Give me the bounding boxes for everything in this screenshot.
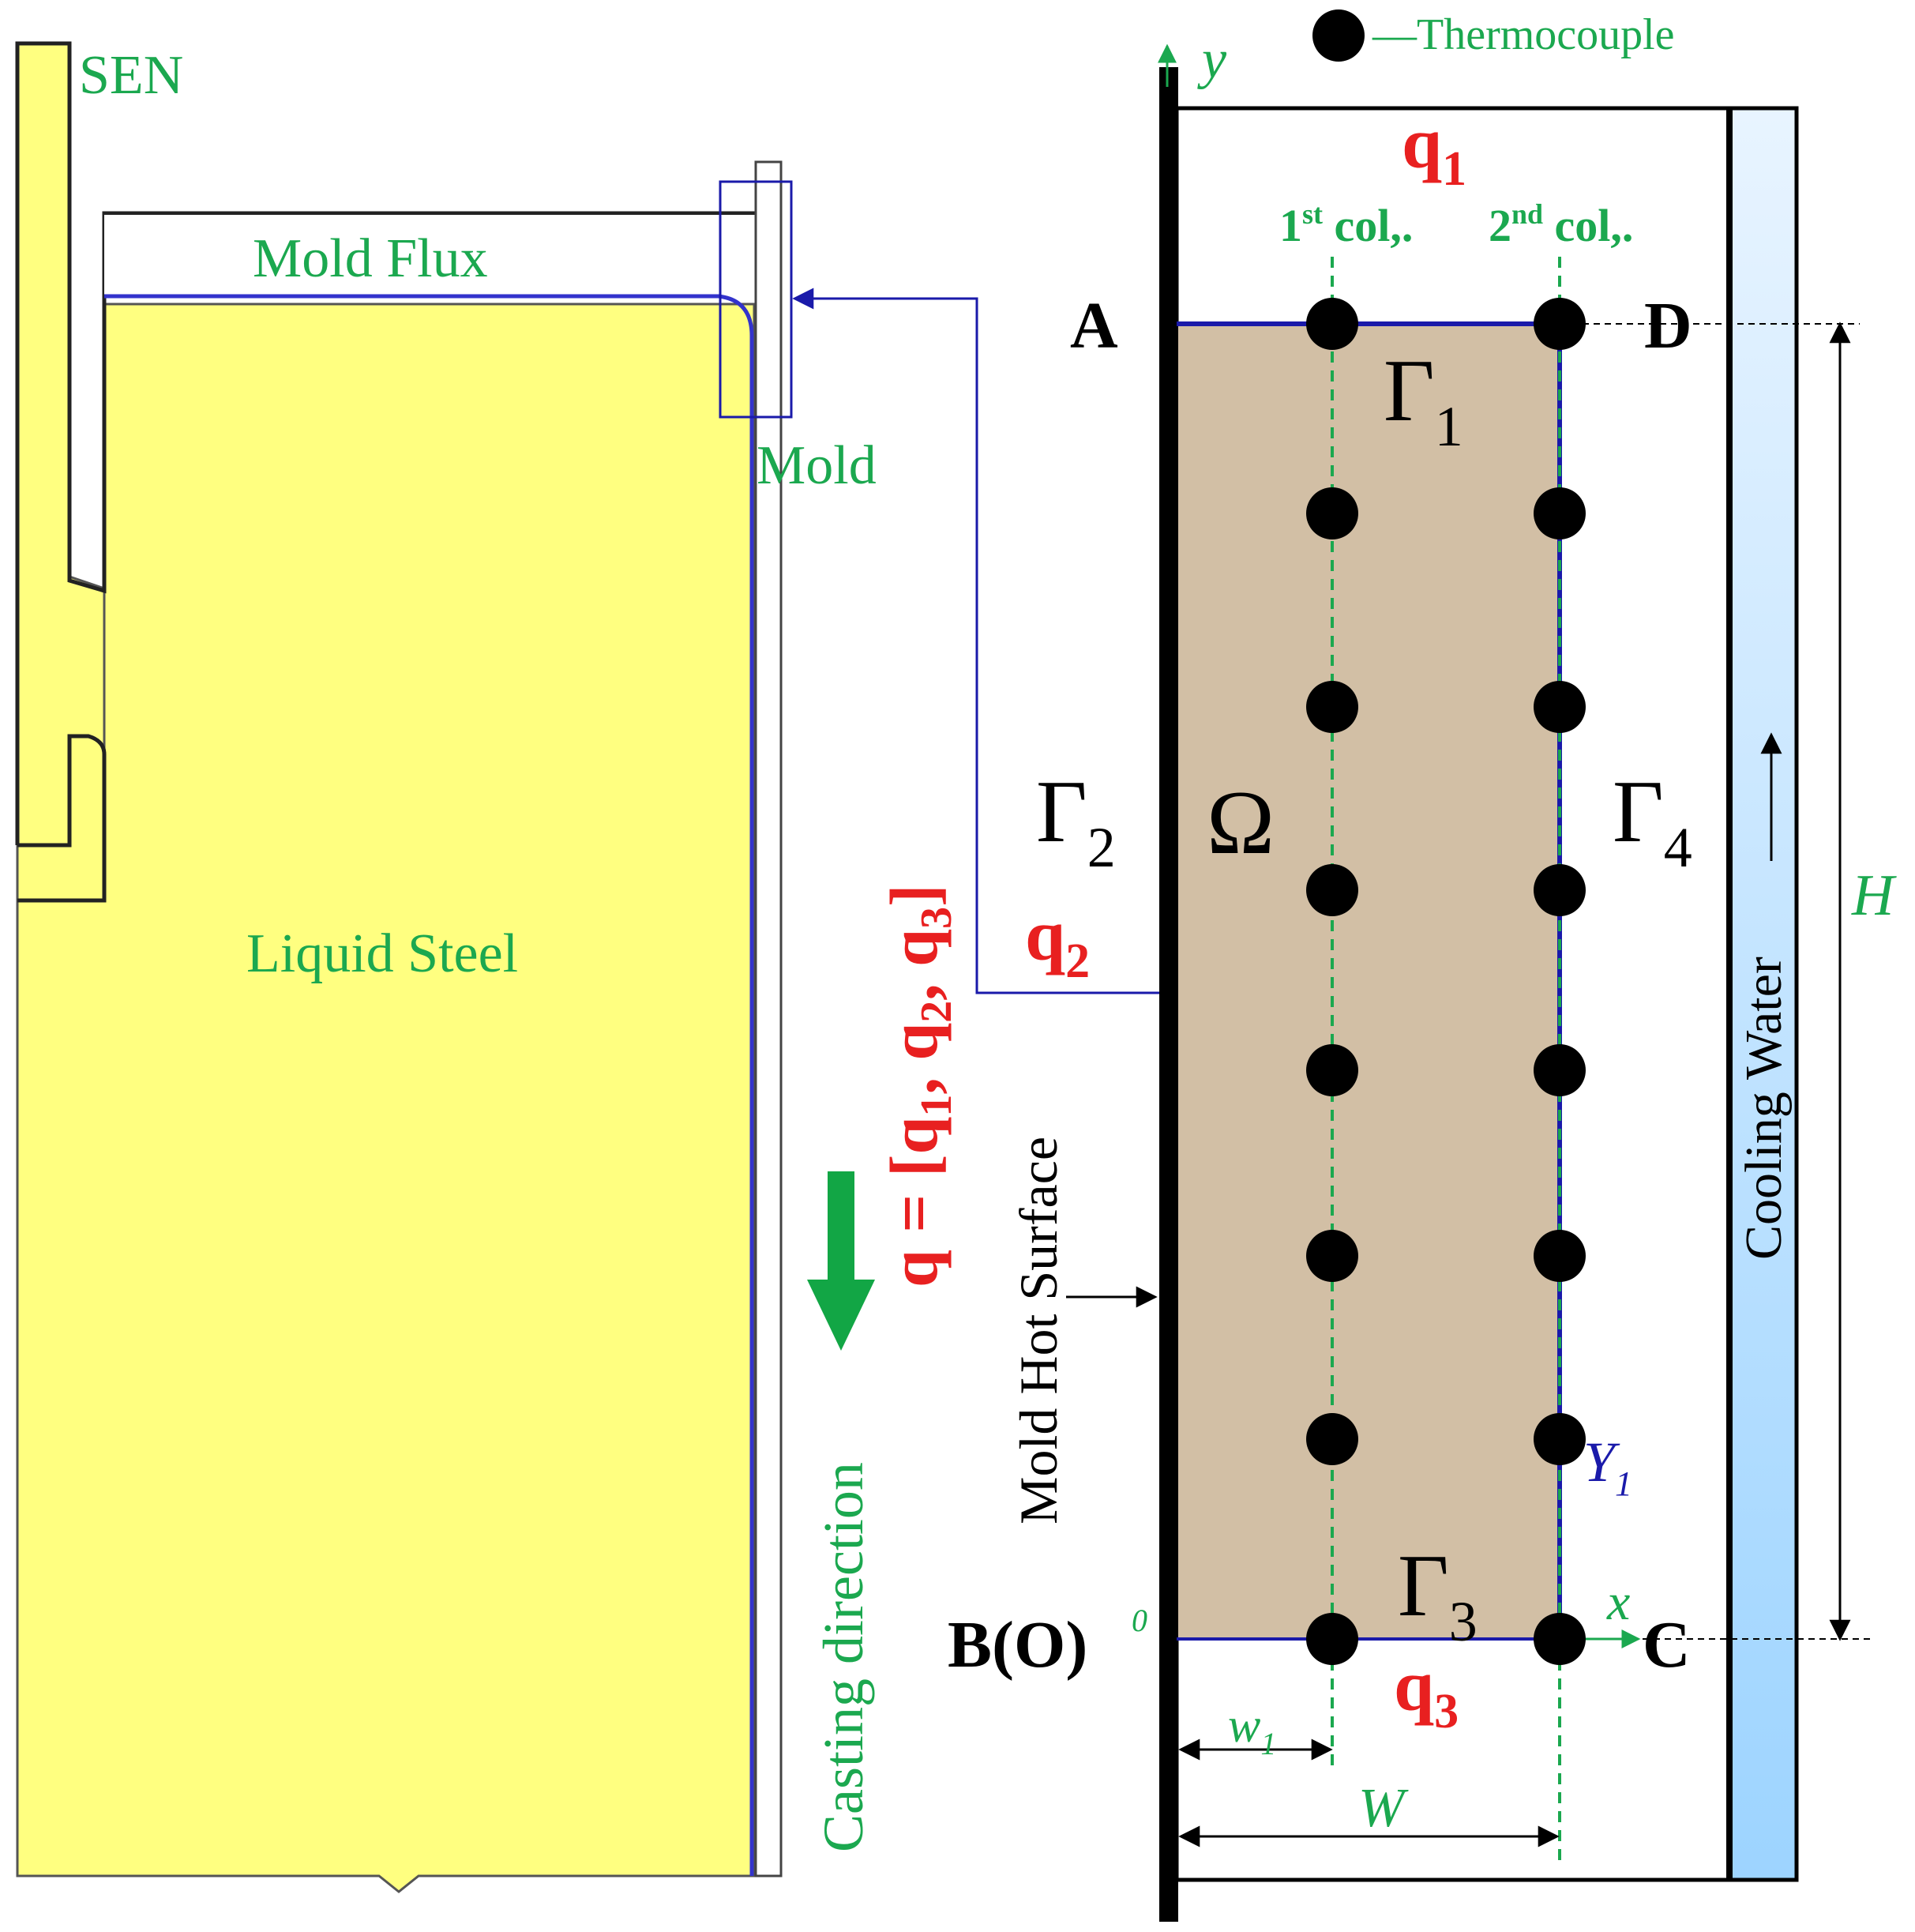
hfv-q2-sub: 2 [912, 1001, 961, 1023]
legend-thermocouple-dot [1312, 9, 1365, 62]
w1-label: w1 [1228, 1699, 1276, 1761]
thermocouple-dot-col1-1 [1306, 298, 1358, 350]
zoom-connector [792, 288, 1159, 994]
hfv-eq: = [ [876, 1155, 952, 1250]
mold-wall [754, 160, 783, 1877]
casting-direction-label: Casting direction [812, 1462, 875, 1852]
omega-domain [1177, 324, 1560, 1639]
mold-flux-band [104, 215, 756, 298]
corner-a-label: A [1070, 289, 1118, 363]
q1-base: q [1402, 103, 1442, 183]
column1-label: 1st col,. [1279, 198, 1413, 251]
gamma1-label: Γ1 [1384, 342, 1463, 458]
y1-label: Y1 [1583, 1430, 1632, 1503]
mold-hot-surface-label: Mold Hot Surface [1008, 1137, 1068, 1524]
gamma1-sub: 1 [1435, 395, 1463, 458]
q2-label: q2 [1025, 895, 1090, 988]
right-panel: Cooling Water y —Thermocouple q1 1st col… [948, 9, 1897, 1922]
liquid-steel-region [16, 303, 756, 1893]
thermocouple-dot-col2-6 [1534, 1230, 1586, 1282]
origin-label: 0 [1132, 1603, 1147, 1638]
gamma2-sub: 2 [1087, 816, 1116, 879]
thermocouple-dot-col1-3 [1306, 681, 1358, 733]
w1-base: w [1228, 1699, 1260, 1753]
thermocouple-dot-col2-4 [1534, 864, 1586, 916]
w-label: W [1358, 1778, 1409, 1839]
thermocouple-dot-col1-7 [1306, 1413, 1358, 1465]
gamma4-sub: 4 [1664, 816, 1692, 879]
sen-body [16, 42, 106, 902]
thermocouple-dot-col1-2 [1306, 487, 1358, 539]
col2-base: 2 [1489, 200, 1511, 251]
cooling-water-label: Cooling Water [1735, 957, 1793, 1260]
thermocouple-layer [1306, 298, 1586, 1665]
gamma4-base: Γ [1613, 763, 1664, 861]
h-label: H [1851, 863, 1897, 928]
hfv-q3-sub: 3 [912, 907, 961, 929]
thermocouple-dot-col2-5 [1534, 1044, 1586, 1096]
y1-sub: 1 [1615, 1464, 1632, 1503]
hfv-sep2: , [876, 967, 952, 1001]
gamma1-base: Γ [1384, 342, 1435, 440]
hfv-q3: q [876, 929, 952, 967]
legend-thermocouple-label: —Thermocouple [1372, 10, 1675, 59]
hfv-q: q [876, 1250, 952, 1287]
thermocouple-dot-col2-8 [1534, 1613, 1586, 1665]
omega-label: Ω [1207, 772, 1275, 874]
q2-base: q [1025, 895, 1065, 975]
thermocouple-dot-col2-1 [1534, 298, 1586, 350]
thermocouple-dot-col2-2 [1534, 487, 1586, 539]
thermocouple-dot-col1-4 [1306, 864, 1358, 916]
sen-label: SEN [79, 45, 183, 106]
q3-label: q3 [1394, 1645, 1459, 1738]
q3-sub: 3 [1434, 1685, 1459, 1738]
thermocouple-dot-col2-7 [1534, 1413, 1586, 1465]
sen-outline [15, 41, 758, 903]
y-axis-label: y [1197, 29, 1227, 90]
corner-d-label: D [1644, 289, 1692, 363]
thermocouple-dot-col1-5 [1306, 1044, 1358, 1096]
mold-label: Mold [757, 435, 877, 496]
heat-flux-vector-label: q = [q1, q2, q3] [876, 884, 961, 1287]
col2-rest: col,. [1543, 200, 1633, 251]
q1-label: q1 [1402, 103, 1466, 196]
w1-sub: 1 [1260, 1726, 1276, 1761]
zoom-box [719, 180, 793, 419]
y1-base: Y [1583, 1430, 1620, 1494]
gamma4-label: Γ4 [1613, 763, 1692, 879]
thermocouple-dot-col1-8 [1306, 1613, 1358, 1665]
gamma3-base: Γ [1398, 1537, 1449, 1635]
thermocouple-dot-col1-6 [1306, 1230, 1358, 1282]
column2-label: 2nd col,. [1489, 198, 1633, 251]
corner-b-label: B(O) [948, 1608, 1087, 1682]
hfv-q2: q [876, 1023, 952, 1061]
corner-c-label: C [1643, 1608, 1691, 1682]
q3-base: q [1394, 1645, 1434, 1726]
casting-direction-arrow [807, 1171, 875, 1351]
mold-flux-label: Mold Flux [253, 228, 488, 289]
col1-rest: col,. [1323, 200, 1413, 251]
thermocouple-dot-col2-3 [1534, 681, 1586, 733]
q2-sub: 2 [1065, 934, 1090, 988]
col1-sup: st [1302, 198, 1323, 230]
hfv-sep1: , [876, 1061, 952, 1095]
hfv-close: ] [876, 884, 952, 907]
col2-sup: nd [1511, 198, 1543, 230]
hfv-q1-sub: 1 [912, 1095, 961, 1117]
x-axis-label: x [1606, 1573, 1630, 1631]
col1-base: 1 [1279, 200, 1302, 251]
gamma3-label: Γ3 [1398, 1537, 1478, 1653]
gamma3-sub: 3 [1449, 1590, 1478, 1653]
gamma2-label: Γ2 [1036, 763, 1116, 879]
liquid-steel-label: Liquid Steel [246, 923, 518, 984]
q1-sub: 1 [1442, 142, 1466, 196]
left-panel: SEN Mold Flux Mold Liquid Steel Casting … [15, 41, 1159, 1893]
gamma2-base: Γ [1036, 763, 1087, 861]
hfv-q1: q [876, 1117, 952, 1155]
